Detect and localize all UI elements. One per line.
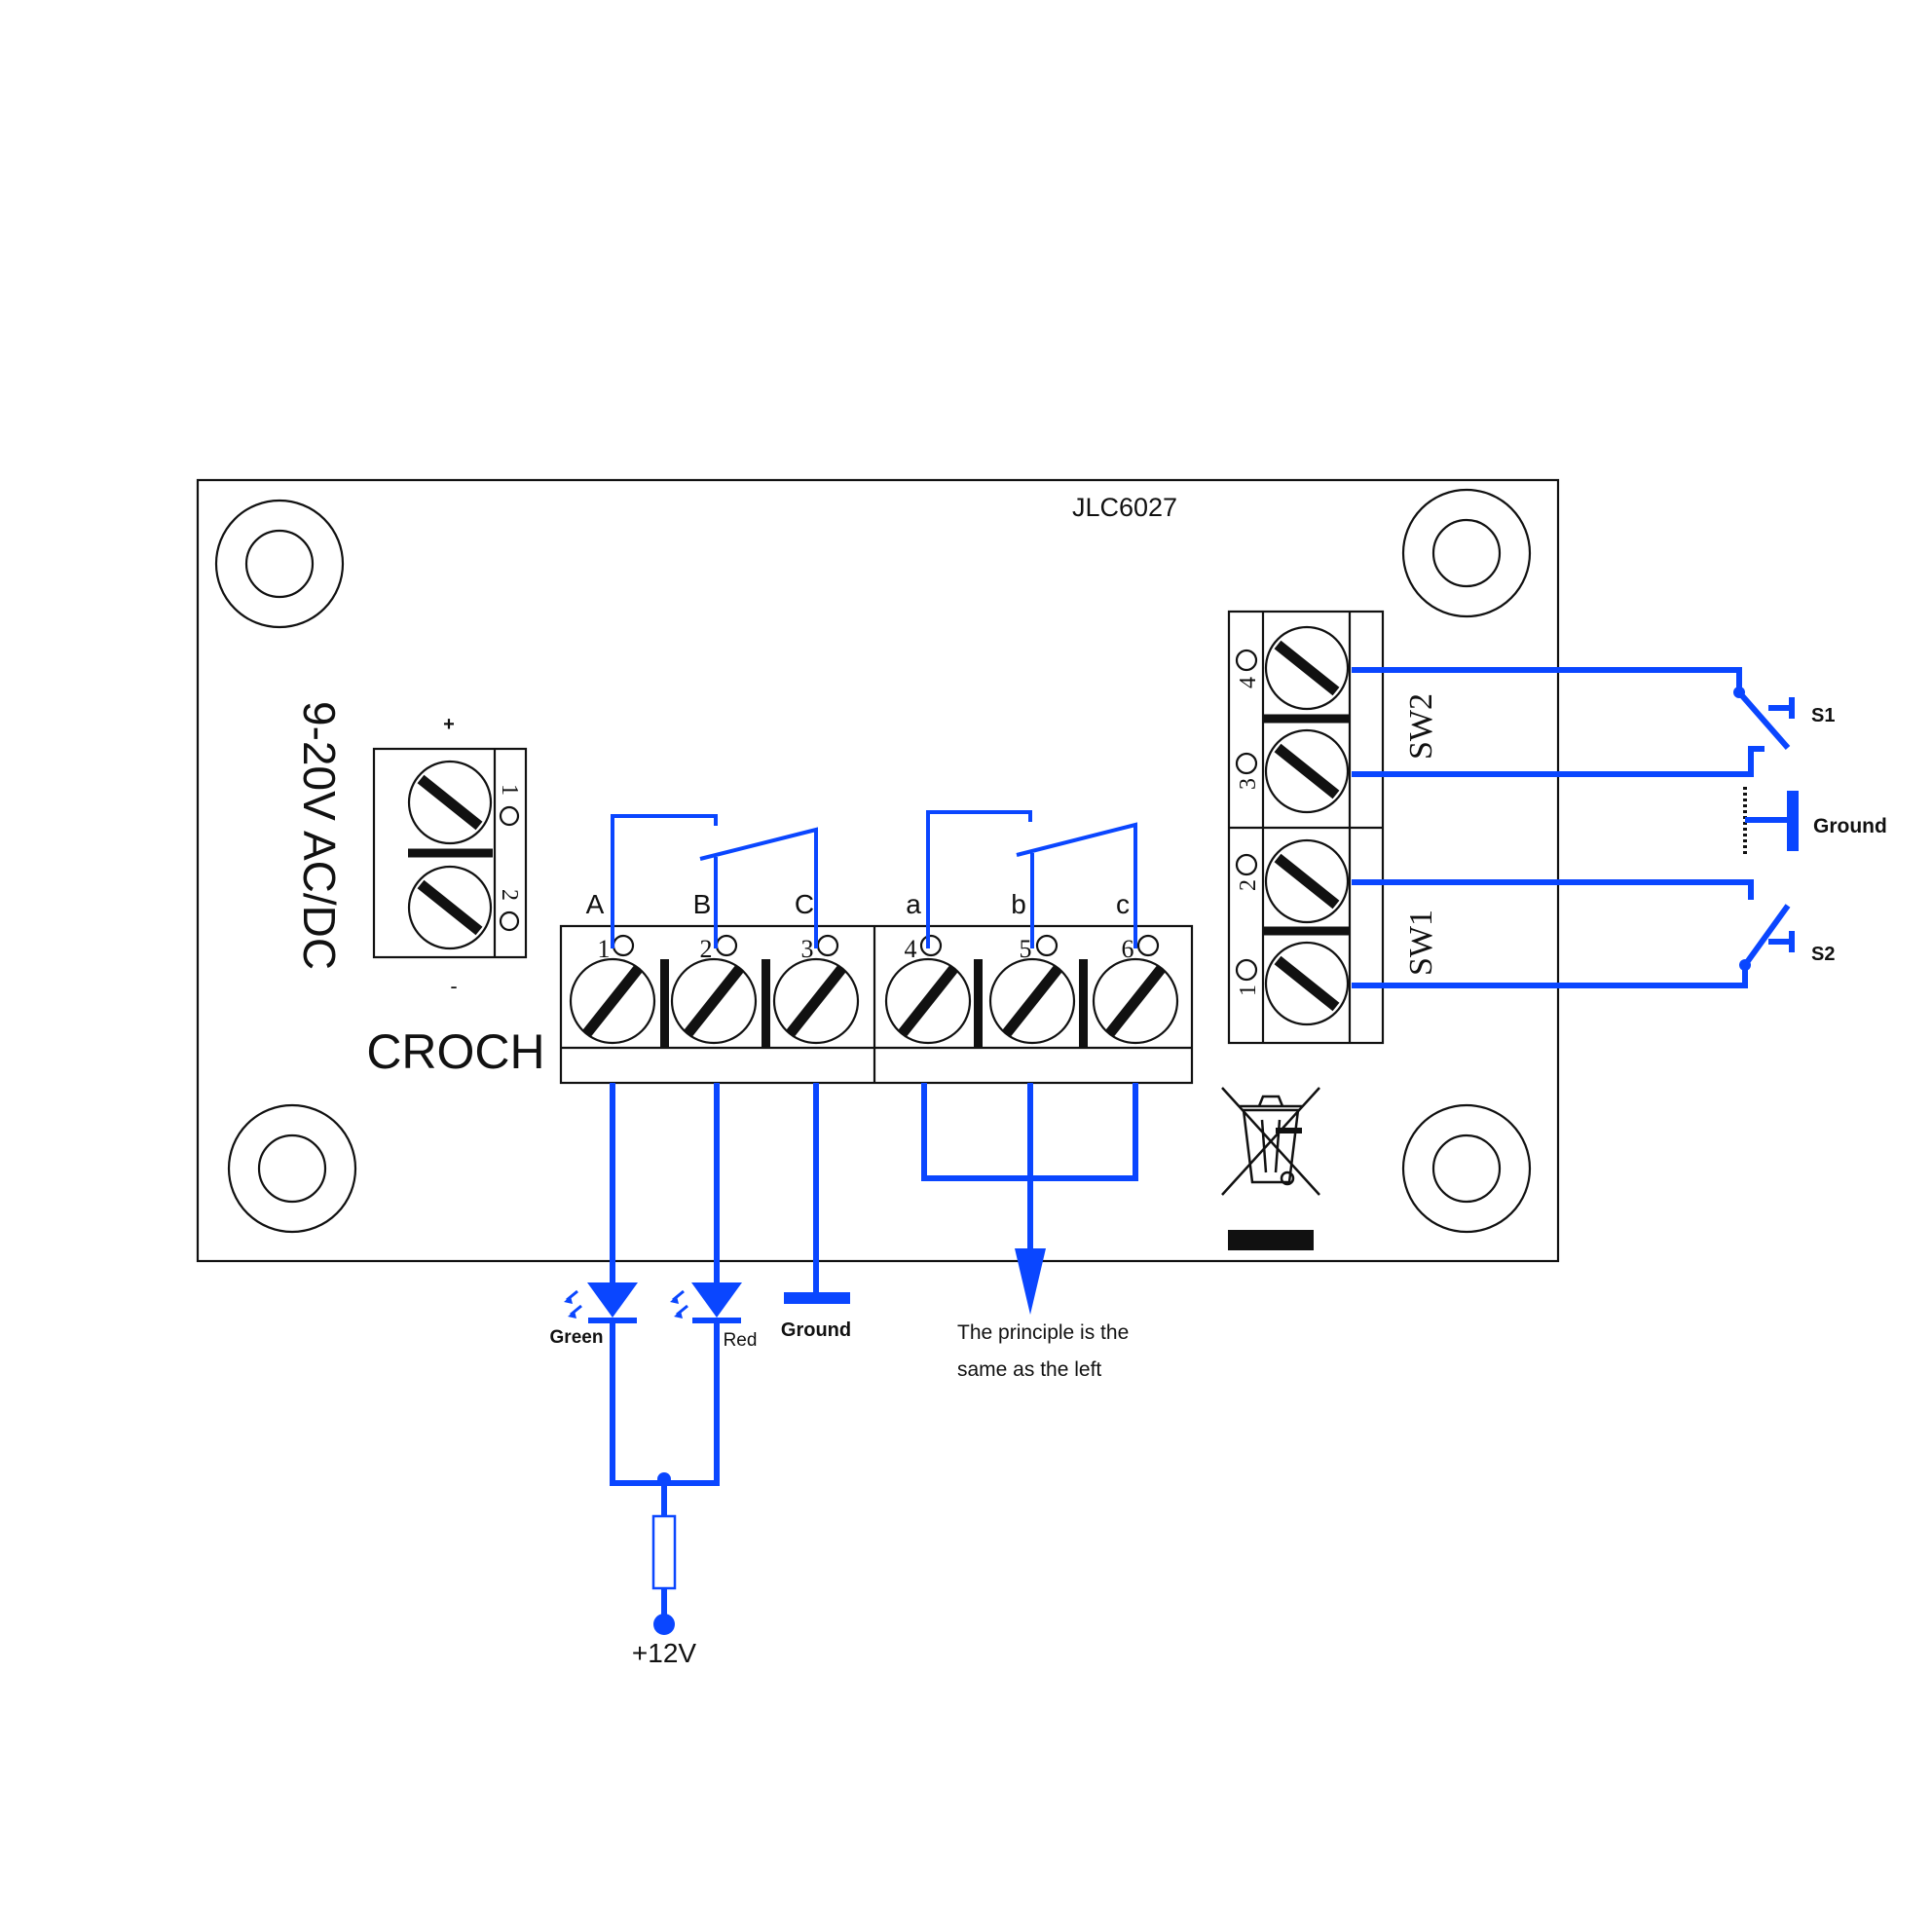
screw-terminal-icon bbox=[772, 957, 860, 1045]
switch-terminal-block: 4 3 2 1 bbox=[1227, 610, 1385, 1045]
screw-terminal-icon bbox=[569, 957, 656, 1045]
relay-header-B: B bbox=[693, 889, 712, 919]
screw-terminal-icon bbox=[988, 957, 1076, 1045]
power-pin-2-label: 2 bbox=[497, 889, 522, 901]
supply-label: +12V bbox=[632, 1638, 696, 1668]
relay-pin-1-label: 1 bbox=[598, 935, 611, 963]
voltage-label: 9-20V AC/DC bbox=[294, 701, 345, 970]
relay-header-C: C bbox=[795, 889, 814, 919]
relay-header-b: b bbox=[1011, 889, 1026, 919]
relay-header-a: a bbox=[906, 889, 921, 919]
note-line-2: same as the left bbox=[957, 1358, 1101, 1381]
power-pin-1-label: 1 bbox=[497, 784, 522, 796]
mounting-hole-bottom-left-icon bbox=[227, 1103, 357, 1234]
relay-header-c: c bbox=[1116, 889, 1130, 919]
sw2-label: SW2 bbox=[1403, 693, 1439, 760]
power-minus-label: - bbox=[450, 974, 457, 998]
relay-terminal-block: 1 2 3 4 5 6 bbox=[559, 924, 1194, 1085]
power-plus-label: + bbox=[443, 714, 455, 735]
switch-pin-2-label: 2 bbox=[1236, 879, 1261, 891]
sw1-label: SW1 bbox=[1403, 910, 1439, 976]
relay-contact-lower-abc-icon bbox=[926, 810, 1137, 948]
pcb-board-outline bbox=[196, 478, 1560, 1263]
weee-bar-icon bbox=[1228, 1230, 1314, 1250]
green-led-diode-icon bbox=[564, 1282, 638, 1323]
resistor-icon bbox=[651, 1514, 677, 1590]
screw-terminal-icon bbox=[407, 865, 493, 950]
power-terminal-block: 1 2 bbox=[372, 747, 528, 959]
relay-pin-6-label: 6 bbox=[1122, 935, 1134, 963]
relay-pin-4-label: 4 bbox=[905, 935, 917, 963]
relay-header-A: A bbox=[586, 889, 605, 919]
switch-pin-1-label: 1 bbox=[1236, 985, 1261, 996]
red-led-diode-icon bbox=[670, 1282, 742, 1323]
screw-terminal-icon bbox=[670, 957, 758, 1045]
screw-terminal-icon bbox=[1264, 728, 1350, 814]
note-line-1: The principle is the bbox=[957, 1321, 1129, 1344]
screw-terminal-icon bbox=[1264, 941, 1350, 1026]
switch-pin-3-label: 3 bbox=[1236, 778, 1261, 790]
board-model-label: JLC6027 bbox=[1072, 493, 1177, 522]
screw-terminal-icon bbox=[884, 957, 972, 1045]
relay-pin-5-label: 5 bbox=[1020, 935, 1032, 963]
relay-right-wiring bbox=[921, 1083, 1138, 1315]
screw-terminal-icon bbox=[1092, 957, 1179, 1045]
mounting-hole-top-right-icon bbox=[1401, 488, 1532, 618]
ground-bottom-label: Ground bbox=[781, 1319, 851, 1341]
screw-terminal-icon bbox=[1264, 625, 1350, 711]
mounting-hole-bottom-right-icon bbox=[1401, 1103, 1532, 1234]
brand-label: CROCH bbox=[366, 1024, 544, 1079]
relay-pin-3-label: 3 bbox=[801, 935, 814, 963]
red-led-label: Red bbox=[724, 1330, 758, 1351]
ground-symbol-icon bbox=[784, 1292, 850, 1304]
screw-terminal-icon bbox=[407, 760, 493, 845]
weee-recycle-bin-icon bbox=[1221, 1087, 1320, 1196]
switch-wiring bbox=[1352, 667, 1799, 988]
s2-label: S2 bbox=[1811, 944, 1835, 965]
switch-pin-4-label: 4 bbox=[1236, 677, 1261, 688]
led-wiring bbox=[564, 1083, 850, 1635]
green-led-label: Green bbox=[550, 1327, 604, 1348]
ground-right-label: Ground bbox=[1813, 815, 1887, 837]
relay-contact-abc-icon bbox=[611, 814, 818, 948]
relay-pin-2-label: 2 bbox=[700, 935, 713, 963]
s1-label: S1 bbox=[1811, 705, 1835, 726]
mounting-hole-top-left-icon bbox=[214, 499, 345, 629]
screw-terminal-icon bbox=[1264, 838, 1350, 924]
